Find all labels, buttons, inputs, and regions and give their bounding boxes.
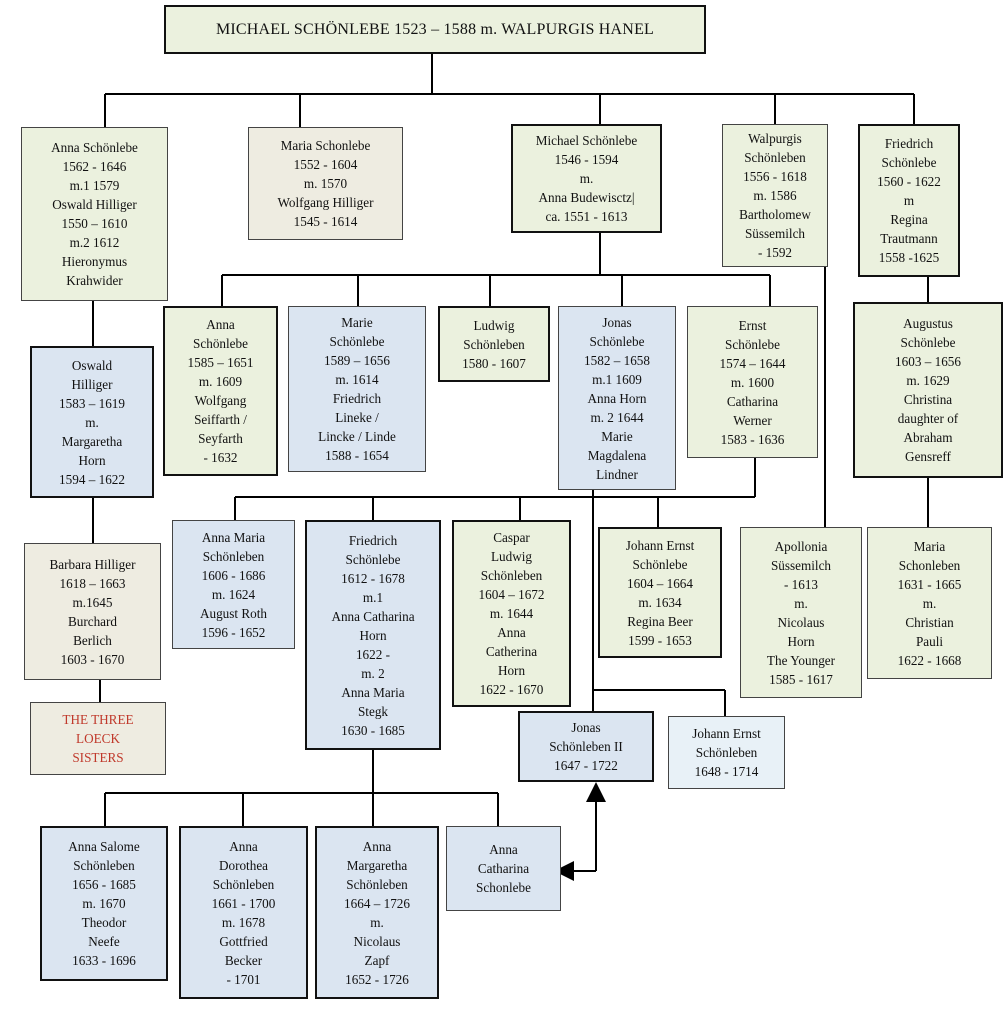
person-label: Anna Schönlebe 1585 – 1651 m. 1609 Wolfg… (187, 317, 254, 465)
person-label: Caspar Ludwig Schönleben 1604 – 1672 m. … (478, 530, 545, 697)
person-caspar-ludwig: Caspar Ludwig Schönleben 1604 – 1672 m. … (452, 520, 571, 707)
person-augustus-schonlebe: Augustus Schönlebe 1603 – 1656 m. 1629 C… (853, 302, 1003, 478)
person-label: Johann Ernst Schönlebe 1604 – 1664 m. 16… (625, 537, 695, 648)
root-couple-label: MICHAEL SCHÖNLEBE 1523 – 1588 m. WALPURG… (215, 21, 655, 38)
person-label: Jonas Schönlebe 1582 – 1658 m.1 1609 Ann… (584, 314, 650, 482)
person-anna-margaretha: Anna Margaretha Schönleben 1664 – 1726 m… (315, 826, 439, 999)
person-michael-schonlebe-1546: Michael Schönlebe 1546 - 1594 m. Anna Bu… (511, 124, 662, 233)
person-label: Oswald Hilliger 1583 – 1619 m. Margareth… (59, 357, 125, 487)
person-label: Anna Margaretha Schönleben 1664 – 1726 m… (344, 838, 410, 987)
person-label: Jonas Schönleben II 1647 - 1722 (549, 720, 623, 773)
person-label: Anna Salome Schönleben 1656 - 1685 m. 16… (68, 839, 140, 968)
person-apollonia-sussemilch: Apollonia Süssemilch - 1613 m. Nicolaus … (740, 527, 862, 698)
person-label: Michael Schönlebe 1546 - 1594 m. Anna Bu… (535, 133, 638, 224)
person-label: Friedrich Schönlebe 1560 - 1622 m Regina… (877, 136, 941, 265)
three-loeck-sisters-box: THE THREE LOECK SISTERS (30, 702, 166, 775)
person-label: Anna Dorothea Schönleben 1661 - 1700 m. … (211, 838, 276, 987)
person-johann-ernst-1648: Johann Ernst Schönleben 1648 - 1714 (668, 716, 785, 789)
person-label: Augustus Schönlebe 1603 – 1656 m. 1629 C… (895, 316, 961, 464)
person-label: Barbara Hilliger 1618 – 1663 m.1645 Burc… (49, 556, 136, 667)
person-johann-ernst-1604: Johann Ernst Schönlebe 1604 – 1664 m. 16… (598, 527, 722, 658)
person-friedrich-schonlebe-1612: Friedrich Schönlebe 1612 - 1678 m.1 Anna… (305, 520, 441, 750)
person-jonas-schonleben-ii: Jonas Schönleben II 1647 - 1722 (518, 711, 654, 782)
person-walpurgis-schonleben: Walpurgis Schönleben 1556 - 1618 m. 1586… (722, 124, 828, 267)
person-friedrich-schonlebe-1560: Friedrich Schönlebe 1560 - 1622 m Regina… (858, 124, 960, 277)
person-label: THE THREE LOECK SISTERS (62, 712, 134, 765)
person-maria-schonleben-1631: Maria Schonleben 1631 - 1665 m. Christia… (867, 527, 992, 679)
person-label: Anna Schönlebe 1562 - 1646 m.1 1579 Oswa… (51, 140, 138, 288)
person-anna-maria-schonleben-1606: Anna Maria Schönleben 1606 - 1686 m. 162… (172, 520, 295, 649)
person-label: Maria Schonleben 1631 - 1665 m. Christia… (897, 538, 962, 668)
person-maria-schonlebe-1552: Maria Schonlebe 1552 - 1604 m. 1570 Wolf… (248, 127, 403, 240)
person-ernst-schonlebe-1574: Ernst Schönlebe 1574 – 1644 m. 1600 Cath… (687, 306, 818, 458)
person-anna-schonlebe-1562: Anna Schönlebe 1562 - 1646 m.1 1579 Oswa… (21, 127, 168, 301)
person-jonas-schonlebe-1582: Jonas Schönlebe 1582 – 1658 m.1 1609 Ann… (558, 306, 676, 490)
person-label: Friedrich Schönlebe 1612 - 1678 m.1 Anna… (331, 532, 415, 738)
person-ludwig-schonleben: Ludwig Schönleben 1580 - 1607 (438, 306, 550, 382)
person-label: Ernst Schönlebe 1574 – 1644 m. 1600 Cath… (719, 317, 786, 447)
person-label: Marie Schönlebe 1589 – 1656 m. 1614 Frie… (318, 315, 396, 463)
person-label: Johann Ernst Schönleben 1648 - 1714 (692, 726, 761, 779)
person-label: Walpurgis Schönleben 1556 - 1618 m. 1586… (739, 131, 811, 260)
person-label: Maria Schonlebe 1552 - 1604 m. 1570 Wolf… (277, 138, 374, 229)
person-barbara-hilliger: Barbara Hilliger 1618 – 1663 m.1645 Burc… (24, 543, 161, 680)
person-marie-schonlebe-1589: Marie Schönlebe 1589 – 1656 m. 1614 Frie… (288, 306, 426, 472)
person-label: Apollonia Süssemilch - 1613 m. Nicolaus … (766, 538, 836, 687)
person-anna-salome: Anna Salome Schönleben 1656 - 1685 m. 16… (40, 826, 168, 981)
person-anna-schonlebe-1585: Anna Schönlebe 1585 – 1651 m. 1609 Wolfg… (163, 306, 278, 476)
person-anna-dorothea: Anna Dorothea Schönleben 1661 - 1700 m. … (179, 826, 308, 999)
person-label: Anna Maria Schönleben 1606 - 1686 m. 162… (199, 529, 268, 640)
root-couple-box: MICHAEL SCHÖNLEBE 1523 – 1588 m. WALPURG… (164, 5, 706, 54)
person-label: Anna Catharina Schonlebe (476, 842, 531, 895)
person-label: Ludwig Schönleben 1580 - 1607 (462, 317, 526, 371)
person-anna-catharina-schonlebe: Anna Catharina Schonlebe (446, 826, 561, 911)
person-oswald-hilliger-1583: Oswald Hilliger 1583 – 1619 m. Margareth… (30, 346, 154, 498)
